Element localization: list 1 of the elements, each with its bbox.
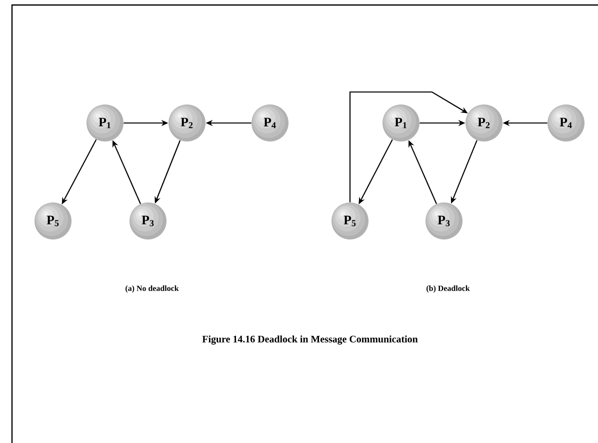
- figure-caption: Figure 14.16 Deadlock in Message Communication: [202, 335, 418, 345]
